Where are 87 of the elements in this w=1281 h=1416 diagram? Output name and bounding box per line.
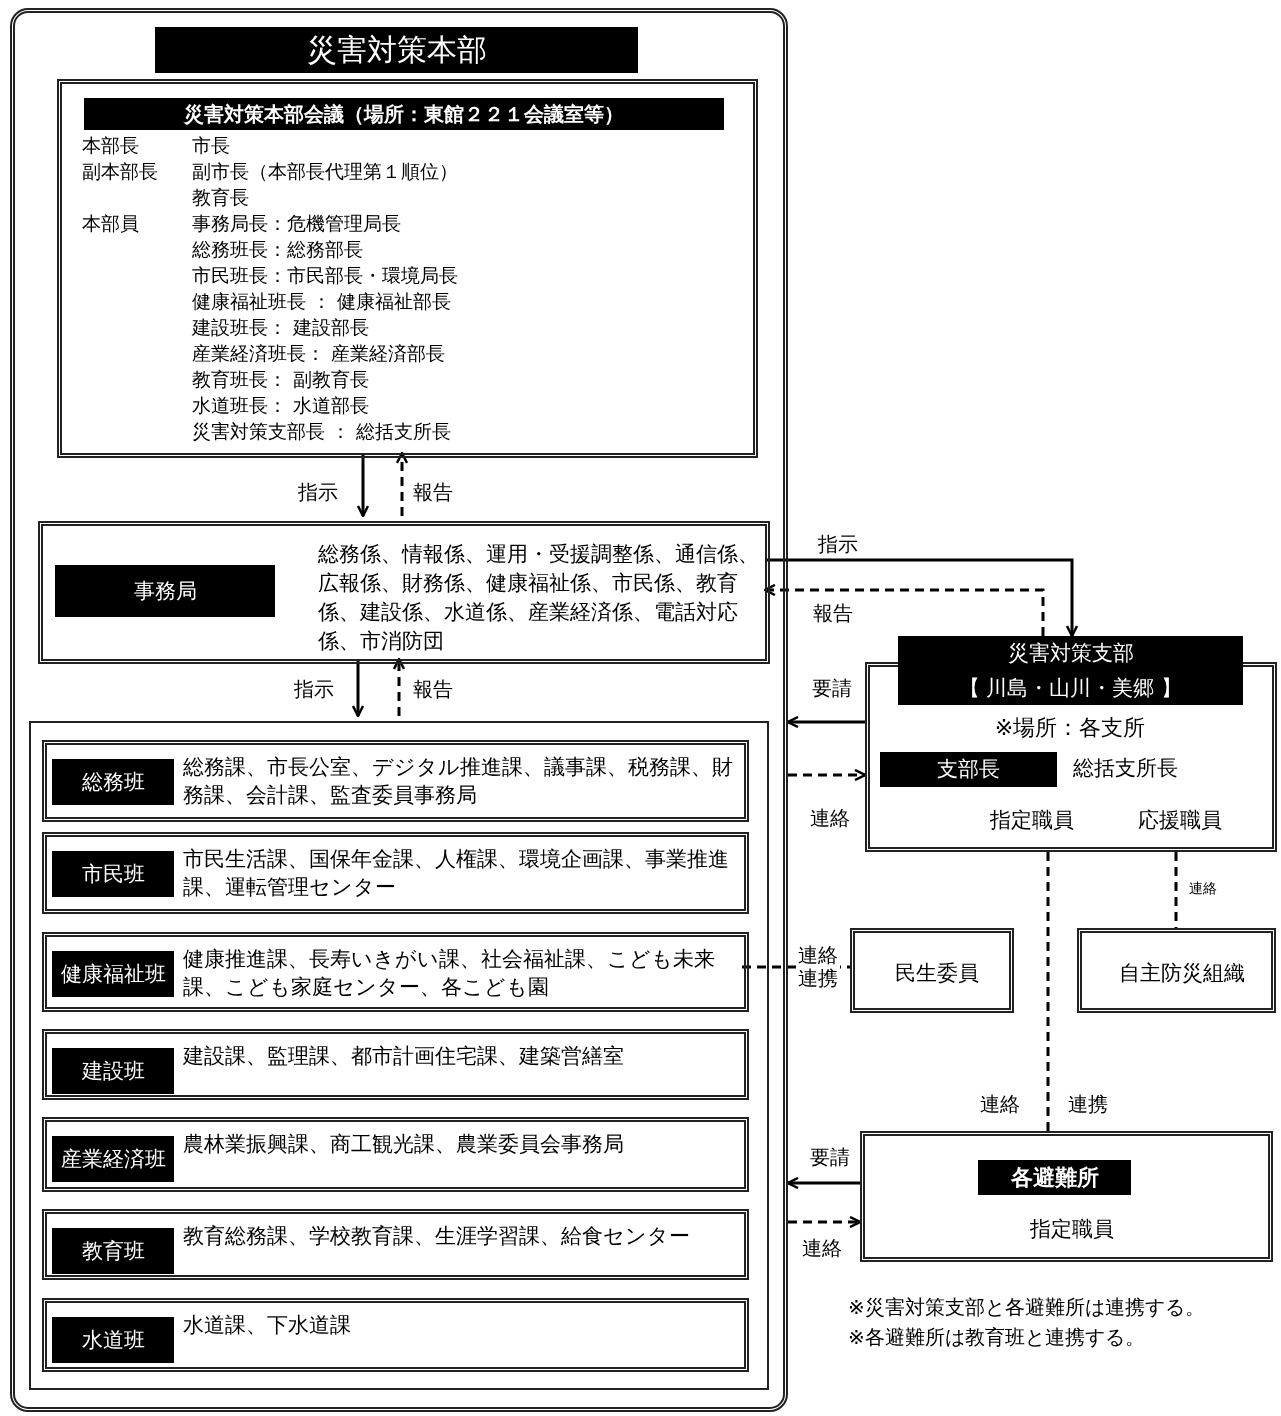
member-text: 市長 [192,133,231,158]
member-text: 教育班長： 副教育長 [192,367,371,392]
team-box [42,1117,749,1192]
heading-label: 総務班 [52,759,174,805]
team-box [42,932,749,1012]
member-box [1077,928,1276,1013]
location-text: ※場所：各支所 [993,714,1147,742]
meeting-box [57,79,758,458]
arrow [356,453,370,518]
note-text: ※各避難所は教育班と連携する。 [848,1324,1145,1351]
edge-label: 報告 [811,601,855,625]
arrow [351,659,365,718]
section-list: 総務課、市長公室、デジタル推進課、議事課、税務課、財務課、会計課、監査委員事務局 [183,753,743,810]
heading-label: 災害対策支部 [898,636,1243,671]
member-text: 産業経済班長： 産業経済部長 [192,341,447,366]
edge-label: 連絡 [800,1236,844,1260]
heading-label: 水道班 [52,1317,174,1363]
edge-label: 指示 [296,480,340,504]
arrow [786,1176,860,1190]
member-text: 建設班長： 建設部長 [192,315,371,340]
shelter-box [860,1131,1273,1262]
edge-label: 指示 [816,532,860,556]
heading-label: 健康福祉班 [52,951,174,997]
arrow [765,558,1079,638]
heading-label: 教育班 [52,1228,174,1274]
section-list: 水道課、下水道課 [183,1311,743,1340]
role-text: 総括支所長 [1073,755,1179,782]
member-text: 健康福祉班長 ： 健康福祉部長 [192,289,453,314]
arrow [788,1215,862,1229]
role-text: 指定職員 [990,807,1075,834]
heading-label: 建設班 [52,1048,174,1094]
section-list: 市民生活課、国保年金課、人権課、環境企画課、事業推進課、運転管理センター [183,845,743,902]
edge-label: 要請 [808,1145,852,1169]
heading-label: 災害対策本部会議（場所：東館２２１会議室等） [84,98,724,130]
arrow [395,451,409,516]
edge-label: 連絡 [978,1092,1022,1116]
secretariat-box [38,521,770,664]
heading-label: 支部長 [880,752,1057,787]
edge-label: 報告 [411,480,455,504]
member-text: 本部員 [82,211,140,236]
heading-label: 事務局 [55,565,275,617]
box-label: 民生委員 [894,960,980,987]
section-list: 総務係、情報係、運用・受援調整係、通信係、広報係、財務係、健康福祉係、市民係、教育係、建設係、水道係、産業経済係、電話対応係、市消防団 [318,540,766,656]
edge-label: 報告 [411,677,455,701]
edge-label: 指示 [292,677,336,701]
member-text: 水道班長： 水道部長 [192,393,371,418]
arrow [392,657,406,716]
role-text: 応援職員 [1138,807,1223,834]
branch-box [865,636,1277,852]
edge-label: 要請 [810,676,854,700]
member-text: 教育長 [192,185,250,210]
team-box [42,740,749,822]
member-text: 市民班長：市民部長・環境局長 [192,263,459,288]
section-list: 農林業振興課、商工観光課、農業委員会事務局 [183,1130,743,1159]
heading-label: 各避難所 [978,1160,1131,1195]
member-text: 災害対策支部長 ： 総括支所長 [192,419,453,444]
heading-label: 【 川島・山川・美郷 】 [898,671,1243,705]
member-box [850,928,1014,1013]
team-container [29,721,769,1390]
headquarters-frame [10,8,788,1412]
box-label: 自主防災組織 [1117,960,1246,987]
member-text: 事務局長：危機管理局長 [192,211,402,236]
edge-label: 連絡 [808,806,852,830]
connector-line [1174,852,1178,928]
member-text: 本部長 [82,133,140,158]
arrow [763,583,1045,636]
connector-line [1046,852,1050,1131]
section-list: 教育総務課、学校教育課、生涯学習課、給食センター [183,1222,743,1251]
arrow [788,768,867,782]
team-box [42,1209,749,1280]
text-label: 連携 [1066,1092,1110,1116]
note-text: ※災害対策支部と各避難所は連携する。 [848,1294,1205,1321]
team-box [42,1029,749,1100]
edge-label: 連絡連携 [796,944,840,990]
team-box [42,1298,749,1372]
heading-label: 産業経済班 [52,1136,174,1182]
arrow [786,715,865,729]
team-box [42,832,749,914]
section-list: 健康推進課、長寿いきがい課、社会福祉課、こども未来課、こども家庭センター、各こども園 [183,945,743,1002]
member-text: 総務班長：総務部長 [192,237,364,262]
heading-label: 市民班 [52,851,174,897]
edge-label: 連絡 [1187,879,1219,897]
section-list: 建設課、監理課、都市計画住宅課、建築営繕室 [183,1042,743,1071]
member-text: 副本部長 [82,159,159,184]
member-text: 副市長（本部長代理第１順位） [192,159,459,184]
role-text: 指定職員 [1028,1216,1115,1243]
title-banner: 災害対策本部 [155,27,638,73]
